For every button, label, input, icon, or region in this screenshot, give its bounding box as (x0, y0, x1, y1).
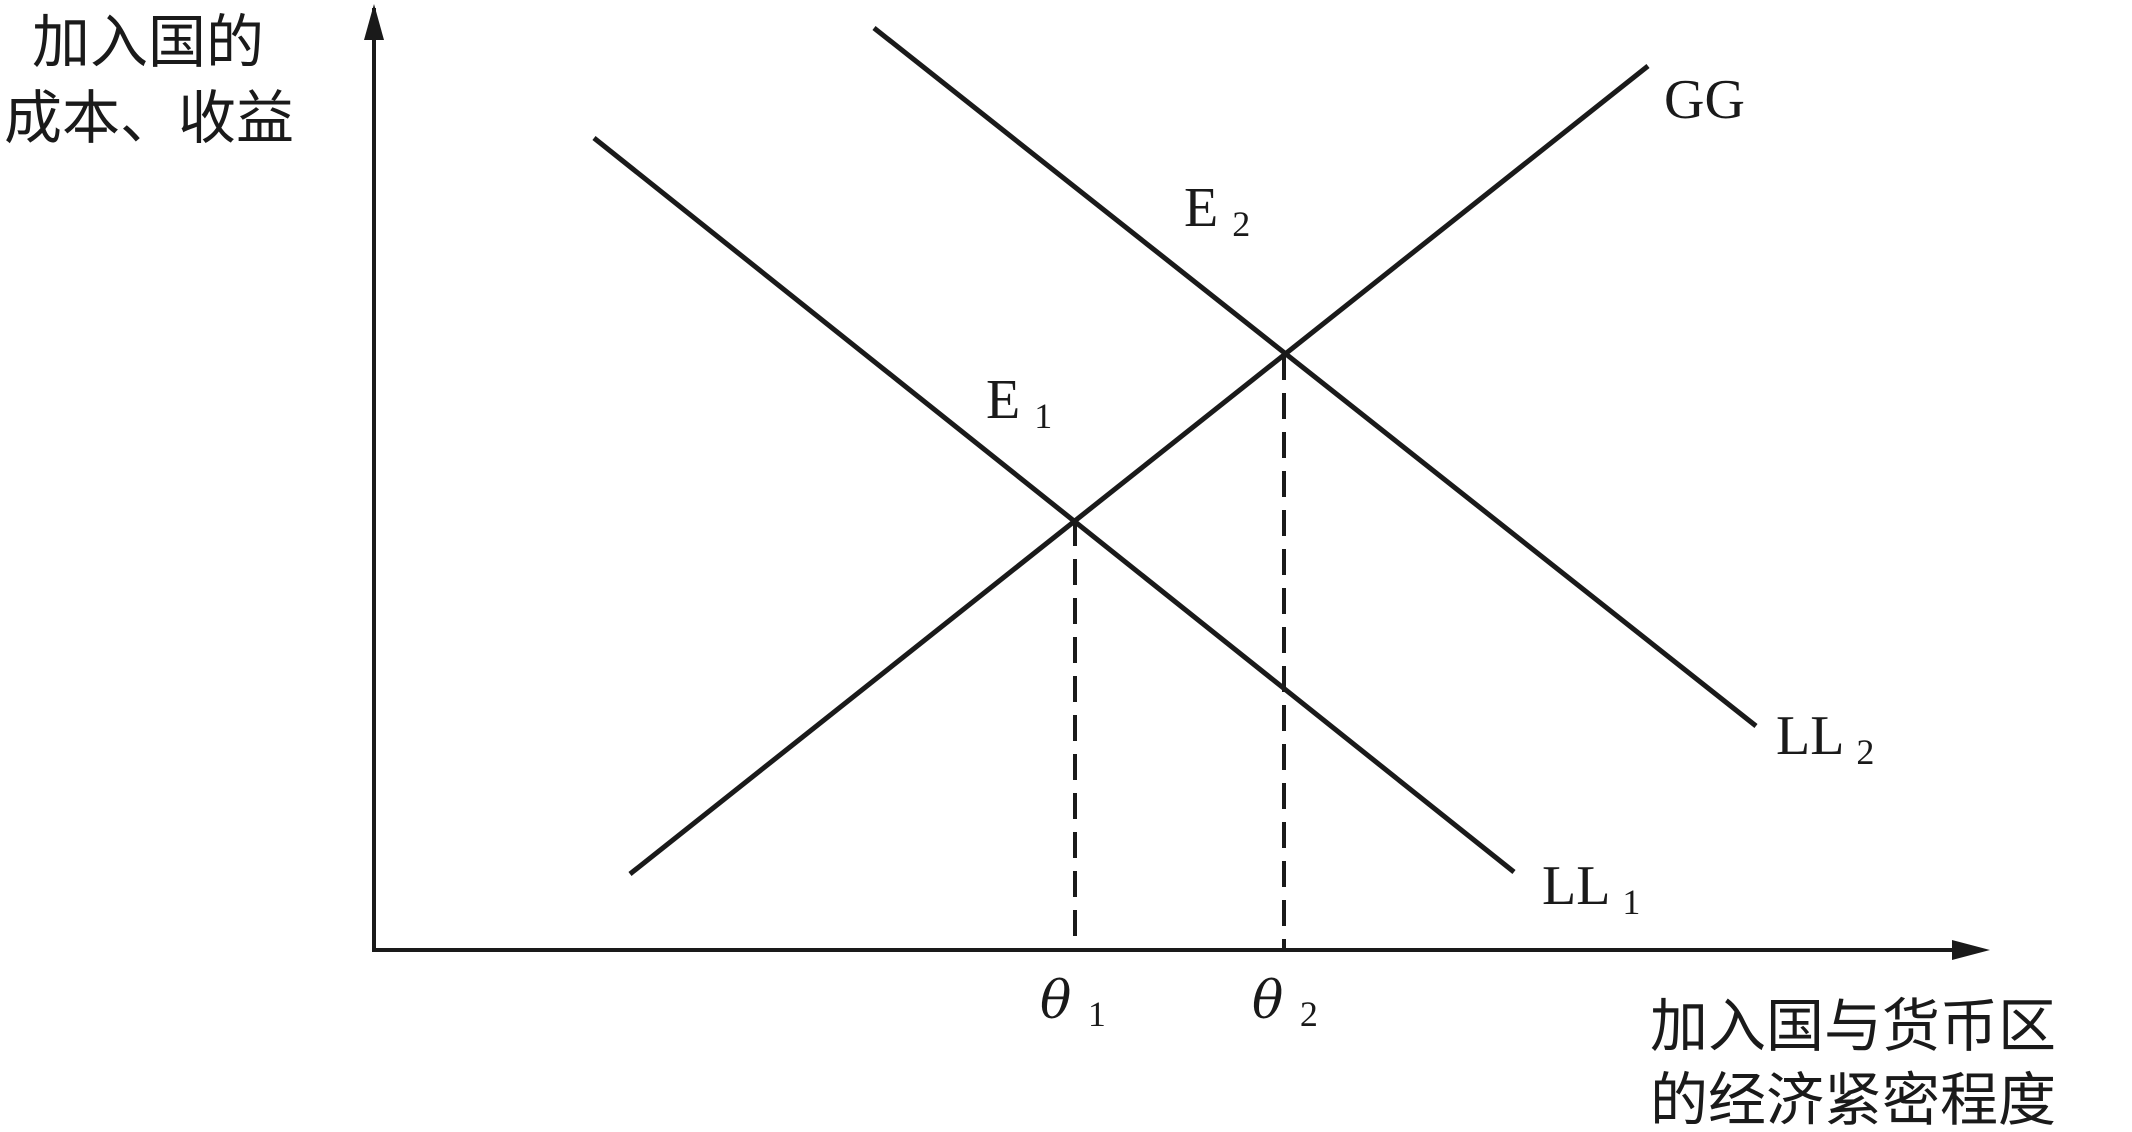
e2-label-subscript: 2 (1232, 204, 1250, 244)
e1-point-label: E 1 (986, 369, 1052, 436)
e1-label-text: E (986, 369, 1020, 431)
ll1-label-subscript: 1 (1622, 882, 1640, 922)
ll1-label-text: LL (1542, 855, 1608, 917)
ll2-curve-label: LL 2 (1776, 705, 1874, 772)
theta2-symbol: θ (1252, 971, 1283, 1031)
ll2-label-subscript: 2 (1856, 732, 1874, 772)
y-axis-title-line2: 成本、收益 (4, 84, 294, 152)
ll1-curve-label: LL 1 (1542, 855, 1640, 922)
x-axis-arrowhead (1952, 940, 1990, 960)
y-axis-arrowhead (364, 4, 384, 40)
theta2-tick-label: θ 2 (1252, 971, 1318, 1034)
theta1-tick-label: θ 1 (1040, 971, 1106, 1034)
ll2-curve (872, 26, 1758, 728)
ll1-curve (592, 136, 1516, 874)
x-axis-title-line2: 的经济紧密程度 (1650, 1066, 2056, 1132)
theta2-subscript: 2 (1300, 994, 1318, 1034)
e1-label-subscript: 1 (1034, 396, 1052, 436)
ll2-label-text: LL (1776, 705, 1842, 767)
theta1-symbol: θ (1040, 971, 1071, 1031)
y-axis-title-line1: 加入国的 (32, 8, 264, 76)
gg-curve (628, 64, 1650, 876)
e2-point-label: E 2 (1184, 177, 1250, 244)
theta1-subscript: 1 (1088, 994, 1106, 1034)
gg-curve-label: GG (1664, 69, 1745, 131)
e2-label-text: E (1184, 177, 1218, 239)
x-axis-title-line1: 加入国与货币区 (1650, 992, 2056, 1060)
